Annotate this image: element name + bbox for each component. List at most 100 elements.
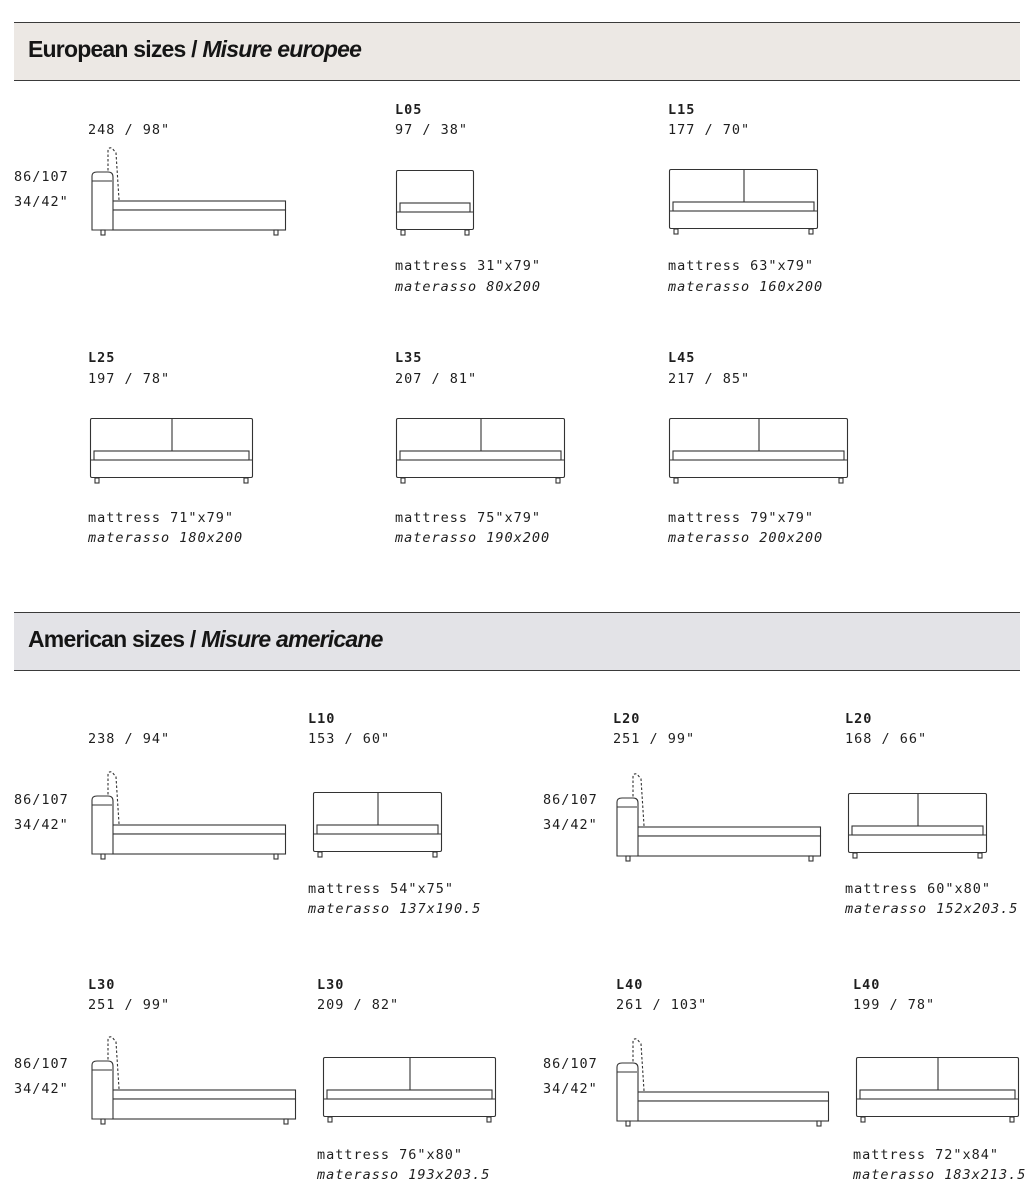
model-code: L20 — [613, 711, 641, 727]
mattress-size-en: mattress 63"x79" — [668, 258, 815, 274]
european-sizes-header: European sizes / Misure europee — [14, 22, 1020, 81]
model-code: L40 — [853, 977, 881, 993]
bed-leg — [464, 229, 470, 236]
mattress-shape — [326, 1089, 493, 1100]
bed-front-view-drawing — [312, 791, 443, 858]
bed-frame-side — [111, 833, 287, 855]
bed-leg — [860, 1116, 866, 1123]
model-code: L15 — [668, 102, 696, 118]
bed-leg — [400, 477, 406, 484]
mattress-shape — [111, 1089, 297, 1100]
headboard-side — [616, 797, 639, 857]
bed-leg — [625, 855, 631, 862]
mattress-shape — [93, 450, 250, 461]
model-code: L35 — [395, 350, 423, 366]
bed-leg — [273, 853, 279, 860]
bed-leg — [486, 1116, 492, 1123]
model-code: L30 — [317, 977, 345, 993]
model-code: L10 — [308, 711, 336, 727]
bed-leg — [808, 855, 814, 862]
bed-leg — [94, 477, 100, 484]
model-size: 97 / 38" — [395, 122, 469, 138]
mattress-size-it: materasso 200x200 — [668, 530, 824, 546]
headrest-raised-position — [107, 147, 121, 216]
height-label-in: 34/42" — [14, 1081, 69, 1097]
headrest-raised-position — [107, 1036, 121, 1105]
model-code: L05 — [395, 102, 423, 118]
bed-leg — [977, 852, 983, 859]
height-label-in: 34/42" — [14, 194, 69, 210]
bed-side-view-drawing — [616, 773, 822, 862]
bed-leg — [838, 477, 844, 484]
model-code: L40 — [616, 977, 644, 993]
headrest-raised-position — [632, 773, 646, 842]
bed-leg — [273, 229, 279, 236]
mattress-shape — [672, 201, 815, 212]
height-label-in: 34/42" — [14, 817, 69, 833]
mattress-size-en: mattress 31"x79" — [395, 258, 542, 274]
headboard-side — [91, 171, 114, 231]
model-size: 261 / 103" — [616, 997, 708, 1013]
bed-front-view-drawing — [668, 168, 819, 235]
bed-leg — [100, 853, 106, 860]
bed-leg — [243, 477, 249, 484]
bed-leg — [400, 229, 406, 236]
mattress-shape — [636, 1091, 830, 1102]
bed-front-view-drawing — [395, 169, 475, 236]
model-code: L45 — [668, 350, 696, 366]
bed-leg — [283, 1118, 289, 1125]
model-size: 197 / 78" — [88, 371, 171, 387]
mattress-size-it: materasso 80x200 — [395, 279, 542, 295]
bed-front-view-drawing — [855, 1056, 1020, 1123]
bed-leg — [673, 228, 679, 235]
model-size: 217 / 85" — [668, 371, 751, 387]
model-code: L30 — [88, 977, 116, 993]
mattress-shape — [851, 825, 984, 836]
bed-leg — [625, 1120, 631, 1127]
bed-front-view-drawing — [322, 1056, 497, 1123]
mattress-shape — [111, 824, 287, 835]
mattress-shape — [316, 824, 439, 835]
mattress-size-it: materasso 180x200 — [88, 530, 244, 546]
height-label-in: 34/42" — [543, 817, 598, 833]
height-label-cm: 86/107 — [543, 792, 598, 808]
mattress-size-en: mattress 72"x84" — [853, 1147, 1000, 1163]
height-label-cm: 86/107 — [543, 1056, 598, 1072]
bed-side-view-drawing — [91, 771, 287, 860]
bed-side-view-drawing — [616, 1038, 830, 1127]
bed-front-view-drawing — [395, 417, 566, 484]
mattress-size-it: materasso 152x203.5 — [845, 901, 1019, 917]
bed-leg — [673, 477, 679, 484]
bed-leg — [317, 851, 323, 858]
bed-side-view-drawing — [91, 1036, 297, 1125]
mattress-size-it: materasso 193x203.5 — [317, 1167, 491, 1183]
bed-leg — [816, 1120, 822, 1127]
bed-leg — [100, 1118, 106, 1125]
headboard-side — [91, 1060, 114, 1120]
bed-frame-side — [636, 835, 822, 857]
bed-leg — [852, 852, 858, 859]
model-size: 209 / 82" — [317, 997, 400, 1013]
mattress-size-en: mattress 75"x79" — [395, 510, 542, 526]
height-label-in: 34/42" — [543, 1081, 598, 1097]
bed-frame-side — [636, 1100, 830, 1122]
bed-leg — [1009, 1116, 1015, 1123]
mattress-size-en: mattress 71"x79" — [88, 510, 235, 526]
bed-leg — [327, 1116, 333, 1123]
overall-size-label: 238 / 94" — [88, 731, 171, 747]
bed-leg — [100, 229, 106, 236]
model-size: 177 / 70" — [668, 122, 751, 138]
bed-leg — [808, 228, 814, 235]
mattress-shape — [672, 450, 845, 461]
mattress-size-en: mattress 54"x75" — [308, 881, 455, 897]
headboard-outline — [395, 169, 475, 231]
mattress-size-en: mattress 60"x80" — [845, 881, 992, 897]
mattress-size-it: materasso 183x213.5 — [853, 1167, 1027, 1183]
mattress-size-it: materasso 160x200 — [668, 279, 824, 295]
bed-frame-side — [111, 1098, 297, 1120]
height-label-cm: 86/107 — [14, 792, 69, 808]
overall-size-label: 248 / 98" — [88, 122, 171, 138]
mattress-shape — [111, 200, 287, 211]
mattress-size-it: materasso 190x200 — [395, 530, 551, 546]
bed-leg — [555, 477, 561, 484]
